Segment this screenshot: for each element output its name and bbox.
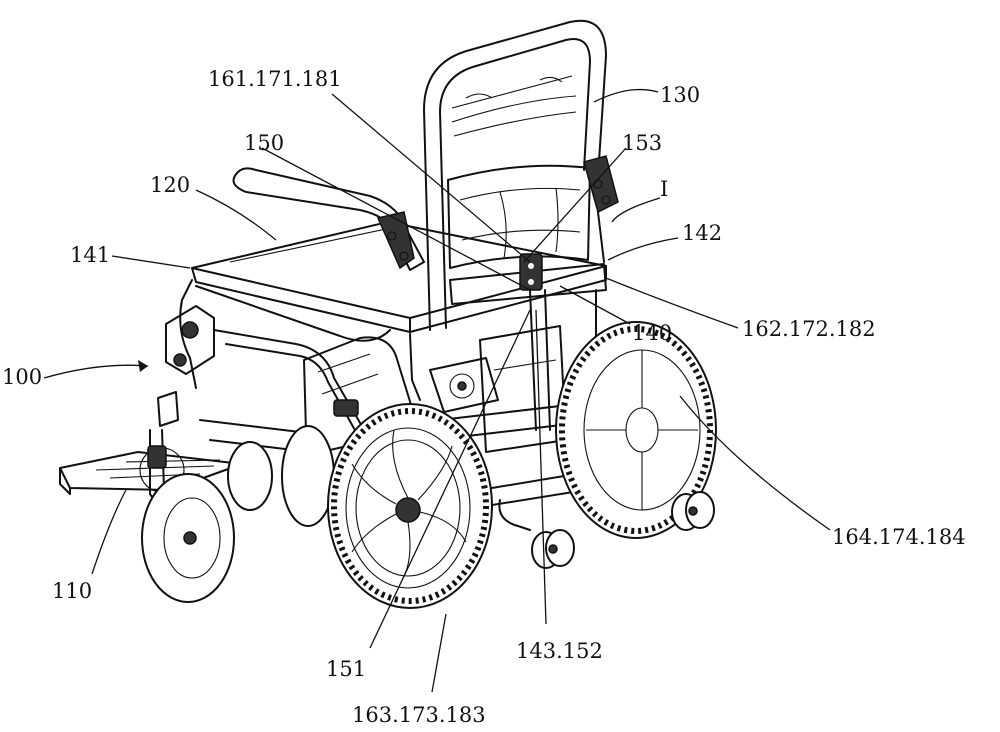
front-joint-block (158, 306, 214, 426)
label-163-173-183: 163.173.183 (352, 703, 486, 727)
label-141: 141 (70, 243, 110, 267)
label-140: 140 (632, 321, 672, 345)
gear-unit (430, 358, 498, 412)
label-142: 142 (682, 221, 722, 245)
leader-I (612, 198, 660, 222)
label-100: 100 (2, 365, 42, 389)
leader-161 (332, 94, 530, 262)
label-150: 150 (244, 131, 284, 155)
leader-141 (112, 256, 190, 268)
label-I: I (660, 177, 668, 201)
leader-163 (432, 614, 446, 692)
leader-150 (262, 148, 530, 290)
label-110: 110 (52, 579, 92, 603)
label-164-174-184: 164.174.184 (832, 525, 966, 549)
leader-100 (44, 365, 148, 378)
arrow-100 (138, 360, 148, 372)
label-143-152: 143.152 (516, 639, 603, 663)
label-153: 153 (622, 131, 662, 155)
leader-120 (196, 190, 276, 240)
label-151: 151 (326, 657, 366, 681)
rear-left-wheel (328, 404, 492, 608)
front-caster-wheel (142, 474, 234, 602)
leader-110 (92, 490, 126, 574)
label-120: 120 (150, 173, 190, 197)
label-130: 130 (660, 83, 700, 107)
second-caster-wheel (228, 426, 334, 526)
label-162-172-182: 162.172.182 (742, 317, 876, 341)
leader-143 (536, 310, 546, 624)
label-161-171-181: 161.171.181 (208, 67, 342, 91)
leader-142 (608, 238, 678, 260)
wheelchair-drawing (60, 21, 716, 608)
